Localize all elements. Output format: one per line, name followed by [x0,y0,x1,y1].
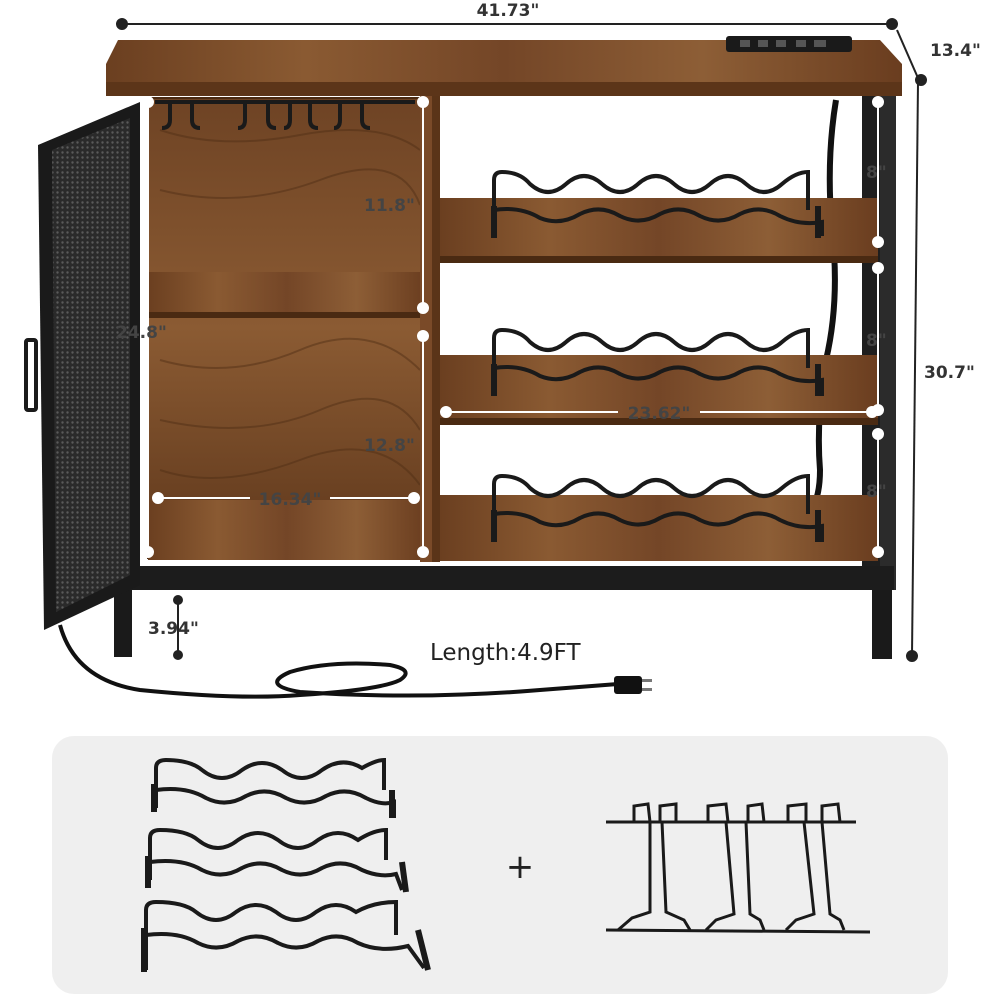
label-upper-compartment: 11.8" [364,196,415,216]
label-depth: 13.4" [930,41,981,61]
label-cord-length: Length:4.9FT [430,640,581,666]
power-cord-back [798,99,839,523]
stemware-rack [155,100,415,130]
accessory-wine-rack-2 [145,827,409,893]
label-shelf-gap-middle: 8" [866,331,887,351]
accessory-wine-rack-1 [151,757,396,818]
cabinet-middle-shelf [148,272,426,318]
label-cabinet-height: 24.8" [116,323,167,343]
leg-front-right [872,585,892,659]
label-overall-height: 30.7" [924,363,975,383]
wine-rack-bottom [491,473,824,542]
label-cabinet-width: 16.34" [259,490,322,510]
label-leg-height: 3.94" [148,619,199,639]
accessory-wine-rack-3 [141,899,431,972]
frame-post-right-back [880,70,896,590]
door-handle [24,338,38,412]
power-cord [58,624,619,699]
label-shelf-width: 23.62" [628,404,691,424]
plug [614,676,652,694]
inner-dimension-lines [142,96,884,558]
label-shelf-gap-bottom: 8" [866,482,887,502]
mesh-door [24,102,140,630]
wine-rack-middle [491,327,824,396]
leg-front-left [114,585,132,657]
bottom-frame-rail [112,566,894,590]
power-strip [726,36,852,52]
cabinet [24,36,902,699]
wood-grain [159,129,421,486]
plus-sign: + [506,847,535,887]
label-overall-width: 41.73" [477,1,540,21]
wine-rack-top [491,169,824,238]
dimension-lines [116,18,927,662]
label-lower-compartment: 12.8" [364,436,415,456]
cabinet-bottom-shelf [148,500,426,560]
cabinet-back-panel [148,98,426,558]
accessory-stemware-rack [605,802,871,934]
label-shelf-gap-top: 8" [866,163,887,183]
